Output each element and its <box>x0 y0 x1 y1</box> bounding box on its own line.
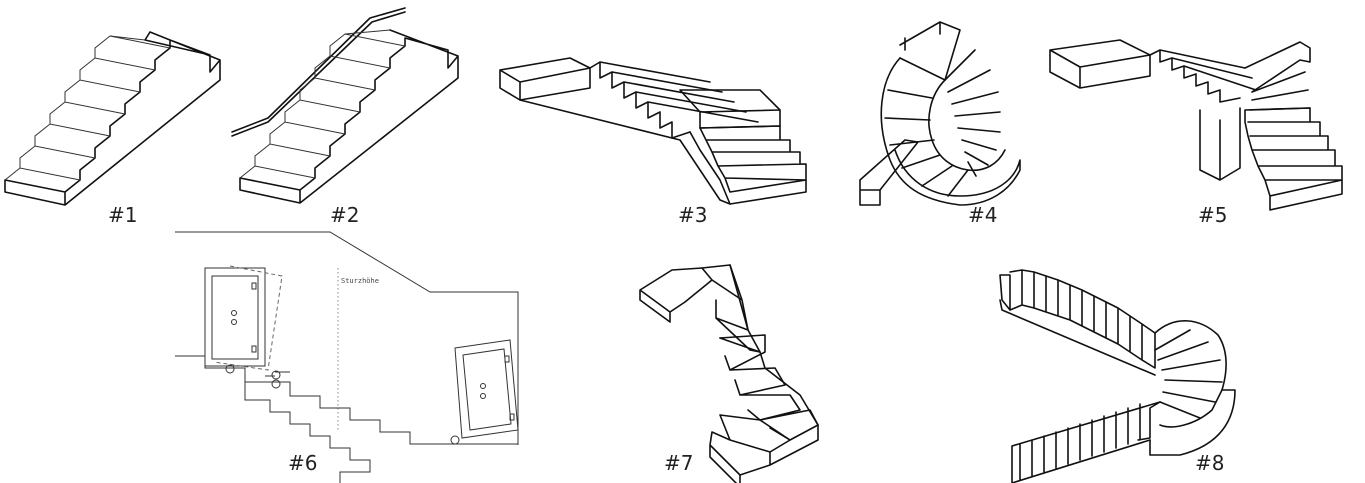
door-frame-upper <box>204 267 266 367</box>
stair-2-step-profile <box>239 29 459 204</box>
stair-8-outer-wall <box>1149 389 1236 456</box>
stair-5-landing-winder: #5 <box>1049 39 1343 227</box>
stair-7-quarter-turn: #7 <box>639 264 819 483</box>
handrail <box>231 7 406 137</box>
stair-4-treads <box>859 21 969 206</box>
door-lock-upper <box>231 319 237 325</box>
stair-3-label: #3 <box>678 203 707 227</box>
stair-3-lower-flight <box>689 125 807 205</box>
stair-8-lower-flight <box>1011 401 1161 483</box>
stair-7-outer-edge <box>729 264 819 426</box>
door-knob-upper <box>231 310 237 316</box>
hinge-bottom-lower <box>509 413 515 421</box>
door-frame-lower <box>454 339 519 439</box>
stair-3-landing-turn: #3 <box>499 57 807 227</box>
door-lower <box>450 339 519 445</box>
stair-4-inner-arc <box>928 79 1006 172</box>
stair-4-semicircular: #4 <box>859 21 1021 227</box>
roller-upper-3 <box>271 379 281 389</box>
stair-5-support-wall <box>1199 107 1241 181</box>
stair-2-tread-lines <box>239 29 406 179</box>
stair-1-tread-lines <box>4 35 171 181</box>
stair-7-middle <box>719 334 819 441</box>
stair-1-straight: #1 <box>4 31 221 227</box>
stair-8-turn <box>1154 320 1227 428</box>
door-lock-lower <box>480 393 486 399</box>
stair-5-winder <box>1244 41 1311 111</box>
stair-7-lower <box>709 414 819 483</box>
door-knob-lower <box>480 383 486 389</box>
hinge-top-upper <box>251 282 257 290</box>
stair-2-straight-handrail: #2 <box>231 7 459 227</box>
stair-8-upper-flight <box>999 269 1156 376</box>
stair-6-stair-profile <box>175 355 518 483</box>
stair-3-stringer <box>519 99 731 205</box>
upper-landing <box>499 57 591 101</box>
stair-2-label: #2 <box>330 203 359 227</box>
door-upper <box>204 265 283 389</box>
door-leaf-upper <box>211 275 259 360</box>
stair-5-lower-flight <box>1244 107 1343 211</box>
sturzhoehe-label: Sturzhöhe <box>341 277 379 285</box>
hinge-top-lower <box>504 355 510 363</box>
stair-5-upper-landing <box>1049 39 1151 89</box>
stair-7-label: #7 <box>664 451 693 475</box>
stair-8-label: #8 <box>1195 451 1224 475</box>
stair-6-label: #6 <box>288 451 317 475</box>
roller-lower <box>450 435 460 445</box>
stair-1-step-profile <box>4 31 221 206</box>
hinge-bottom-upper <box>251 345 257 353</box>
stair-6-section-headroom: Sturzhöhe #6 <box>175 231 519 483</box>
door-leaf-lower <box>462 348 512 431</box>
stair-5-upper-flight <box>1149 49 1257 103</box>
stair-5-label: #5 <box>1198 203 1227 227</box>
stair-4-label: #4 <box>968 203 997 227</box>
stair-3-middle-flight <box>589 61 759 139</box>
stair-4-outer-arc <box>880 57 1021 206</box>
stair-7-top <box>639 267 713 323</box>
roller-upper-2 <box>271 370 281 380</box>
stair-1-label: #1 <box>108 203 137 227</box>
stair-8-half-turn-helical: #8 <box>999 269 1236 483</box>
stair-4-radial-treads <box>944 49 1001 177</box>
door-swing-outline <box>213 265 283 371</box>
ceiling-line <box>175 231 519 445</box>
roller-upper <box>225 364 235 374</box>
